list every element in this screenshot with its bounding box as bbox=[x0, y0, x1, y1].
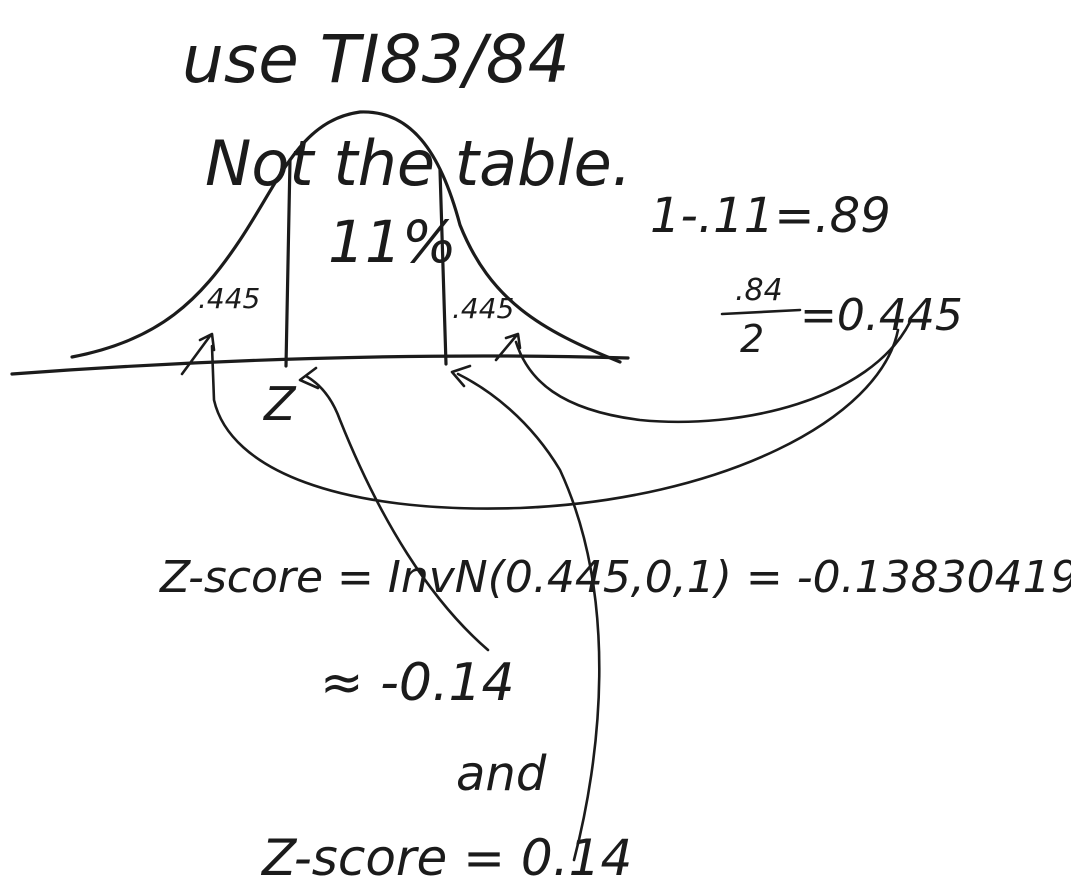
bell-curve bbox=[70, 110, 622, 364]
arrow-from-final bbox=[450, 364, 601, 862]
right-tail-label: .445 bbox=[452, 292, 514, 325]
z-score-formula: Z-score = InvN(0.445,0,1) = -0.13830419 bbox=[159, 552, 1071, 603]
z-mark-label: Z bbox=[262, 377, 297, 431]
z-score-final: Z-score = 0.14 bbox=[260, 829, 632, 887]
header-line-2: Not the table. bbox=[205, 127, 632, 200]
center-percent-label: 11% bbox=[328, 208, 457, 276]
right-pointer-arrow bbox=[494, 332, 522, 362]
and-word: and bbox=[456, 746, 547, 802]
right-boundary-line bbox=[438, 168, 448, 366]
fraction-bar bbox=[720, 308, 802, 316]
loop-arrow-outer bbox=[210, 328, 900, 510]
loop-arrow-inner bbox=[514, 320, 912, 424]
left-tail-label: .445 bbox=[198, 282, 260, 315]
approx-value: ≈ -0.14 bbox=[320, 653, 515, 713]
half-numerator: .84 bbox=[735, 273, 783, 308]
half-result: =0.445 bbox=[800, 290, 963, 341]
x-axis bbox=[10, 354, 630, 376]
left-boundary-line bbox=[284, 158, 292, 368]
header-line-1: use TI83/84 bbox=[182, 21, 570, 98]
complement-calculation: 1-.11=.89 bbox=[650, 188, 891, 244]
left-pointer-arrow bbox=[180, 332, 216, 376]
arrow-from-approx bbox=[298, 366, 490, 652]
half-denominator: 2 bbox=[740, 317, 764, 361]
